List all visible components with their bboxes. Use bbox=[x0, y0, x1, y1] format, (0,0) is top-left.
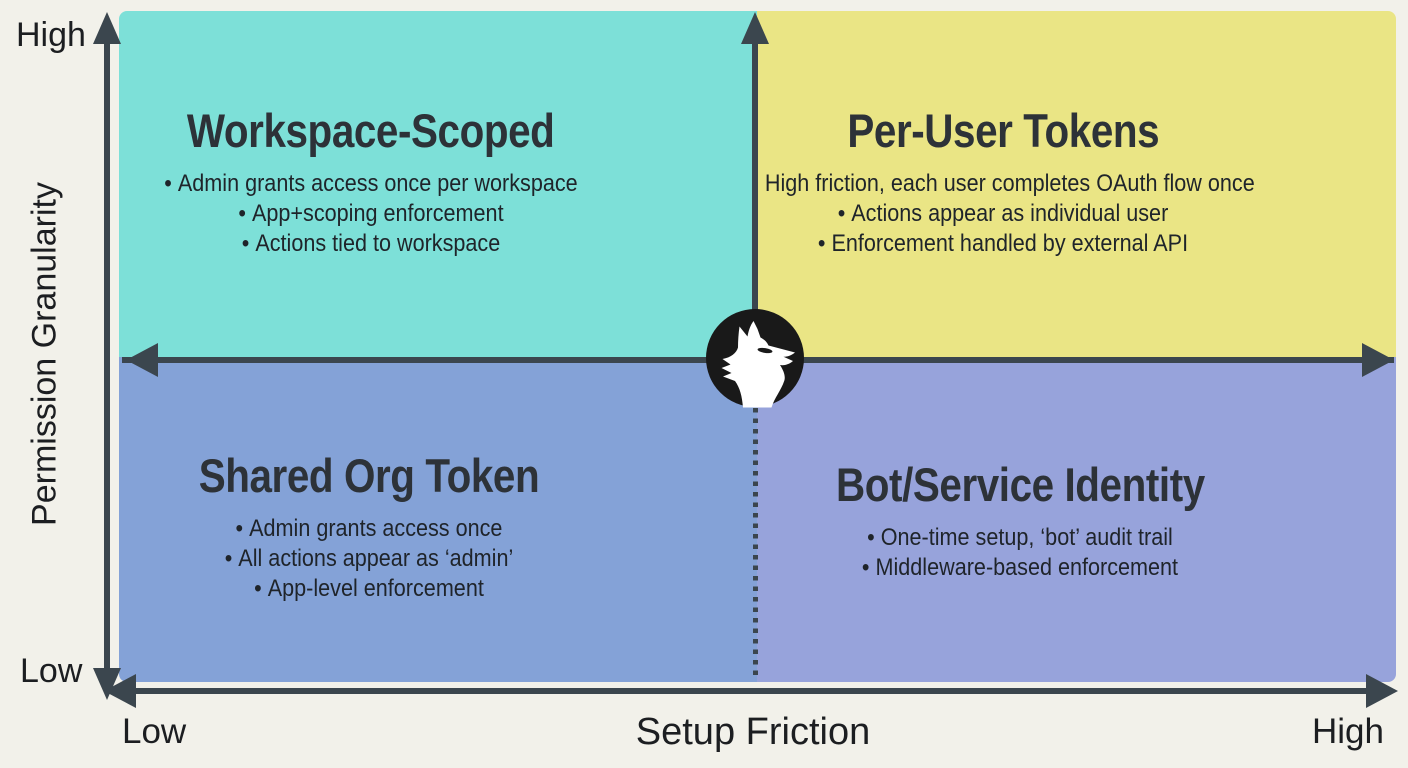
y-axis-arrow-up-icon bbox=[93, 12, 121, 44]
quadrant-bottom-right-content: Bot/Service Identity One-time setup, ‘bo… bbox=[710, 458, 1330, 583]
bullet-item: Admin grants access once bbox=[90, 514, 648, 544]
quadrant-title: Shared Org Token bbox=[198, 449, 540, 502]
horizontal-divider-arrow-left-icon bbox=[126, 343, 158, 377]
bullet-item: High friction, each user completes OAuth… bbox=[724, 169, 1282, 199]
bullet-item: Actions appear as individual user bbox=[724, 199, 1282, 229]
bullet-item: Actions tied to workspace bbox=[92, 229, 650, 259]
bullet-item: App+scoping enforcement bbox=[92, 199, 650, 229]
vertical-divider-arrow-up-icon bbox=[741, 12, 769, 44]
x-axis-arrow-right-icon bbox=[1366, 674, 1398, 708]
bullet-list: One-time setup, ‘bot’ audit trail Middle… bbox=[741, 523, 1299, 583]
y-axis-title: Permission Granularity bbox=[25, 182, 64, 526]
quadrant-bottom-left-content: Shared Org Token Admin grants access onc… bbox=[59, 449, 679, 604]
x-axis-high-label: High bbox=[1312, 712, 1384, 751]
y-axis-low-label: Low bbox=[20, 652, 83, 690]
quadrant-top-right-content: Per-User Tokens High friction, each user… bbox=[693, 104, 1313, 259]
horizontal-divider-arrow-right-icon bbox=[1362, 343, 1394, 377]
bullet-item: One-time setup, ‘bot’ audit trail bbox=[741, 523, 1299, 553]
wolf-logo bbox=[705, 308, 805, 408]
quadrant-bottom-right bbox=[757, 357, 1396, 682]
quadrant-title: Per-User Tokens bbox=[847, 104, 1159, 157]
quadrant-title: Workspace-Scoped bbox=[187, 104, 555, 157]
x-axis-title: Setup Friction bbox=[635, 711, 871, 753]
bullet-list: Admin grants access once per workspace A… bbox=[92, 169, 650, 259]
y-axis-high-label: High bbox=[16, 16, 86, 54]
vertical-divider-line bbox=[752, 40, 758, 312]
x-axis-line bbox=[136, 688, 1368, 694]
dotted-divider-line bbox=[753, 408, 758, 680]
bullet-item: Enforcement handled by external API bbox=[724, 229, 1282, 259]
bullet-item: All actions appear as ‘admin’ bbox=[90, 544, 648, 574]
bullet-item: Middleware-based enforcement bbox=[741, 553, 1299, 583]
y-axis-line bbox=[104, 38, 110, 670]
bullet-list: High friction, each user completes OAuth… bbox=[724, 169, 1282, 259]
wolf-icon bbox=[706, 309, 804, 408]
quadrant-top-left-content: Workspace-Scoped Admin grants access onc… bbox=[61, 104, 681, 259]
quadrant-title: Bot/Service Identity bbox=[835, 458, 1205, 511]
bullet-item: App-level enforcement bbox=[90, 574, 648, 604]
bullet-list: Admin grants access once All actions app… bbox=[90, 514, 648, 604]
x-axis-arrow-left-icon bbox=[104, 674, 136, 708]
x-axis-low-label: Low bbox=[122, 712, 187, 751]
bullet-item: Admin grants access once per workspace bbox=[92, 169, 650, 199]
